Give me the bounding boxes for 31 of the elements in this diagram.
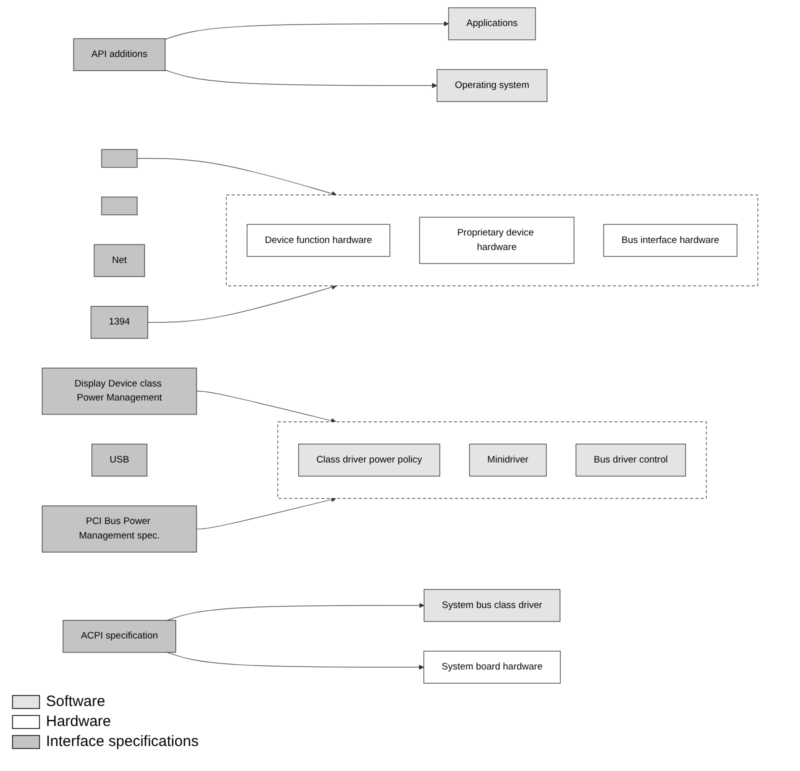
arrow (147, 284, 337, 322)
arrow (164, 69, 438, 88)
node-box: Net (94, 244, 145, 276)
node-box: Display Device class Power Management (42, 367, 197, 414)
node-box (101, 196, 138, 215)
node-box: ACPI specification (62, 620, 176, 652)
node-box: Class driver power policy (298, 443, 440, 476)
node-box: Proprietary device hardware (419, 216, 574, 264)
arrow (136, 158, 337, 196)
node-box: 1394 (90, 306, 148, 338)
legend-label: Interface specifications (46, 733, 199, 750)
node-box: System board hardware (424, 650, 561, 684)
cluster (226, 194, 758, 286)
node-box: Bus interface hardware (603, 224, 738, 256)
node-box: USB (92, 443, 148, 476)
node-box (101, 148, 138, 168)
arrow (196, 390, 336, 423)
node-box: Device function hardware (246, 224, 390, 256)
legend-label: Software (46, 693, 106, 710)
node-box: PCI Bus Power Management spec. (42, 505, 197, 552)
node-box: Bus driver control (576, 443, 686, 476)
node-box: Operating system (436, 68, 548, 102)
arrow (166, 652, 424, 670)
arrow (196, 496, 336, 529)
node-box: API additions (73, 38, 166, 70)
node-box: System bus class driver (424, 588, 560, 622)
cluster (277, 421, 707, 498)
node-box: Applications (448, 6, 536, 40)
legend-label: Hardware (46, 713, 112, 730)
arrow (164, 20, 449, 40)
node-box: Minidriver (469, 443, 547, 476)
